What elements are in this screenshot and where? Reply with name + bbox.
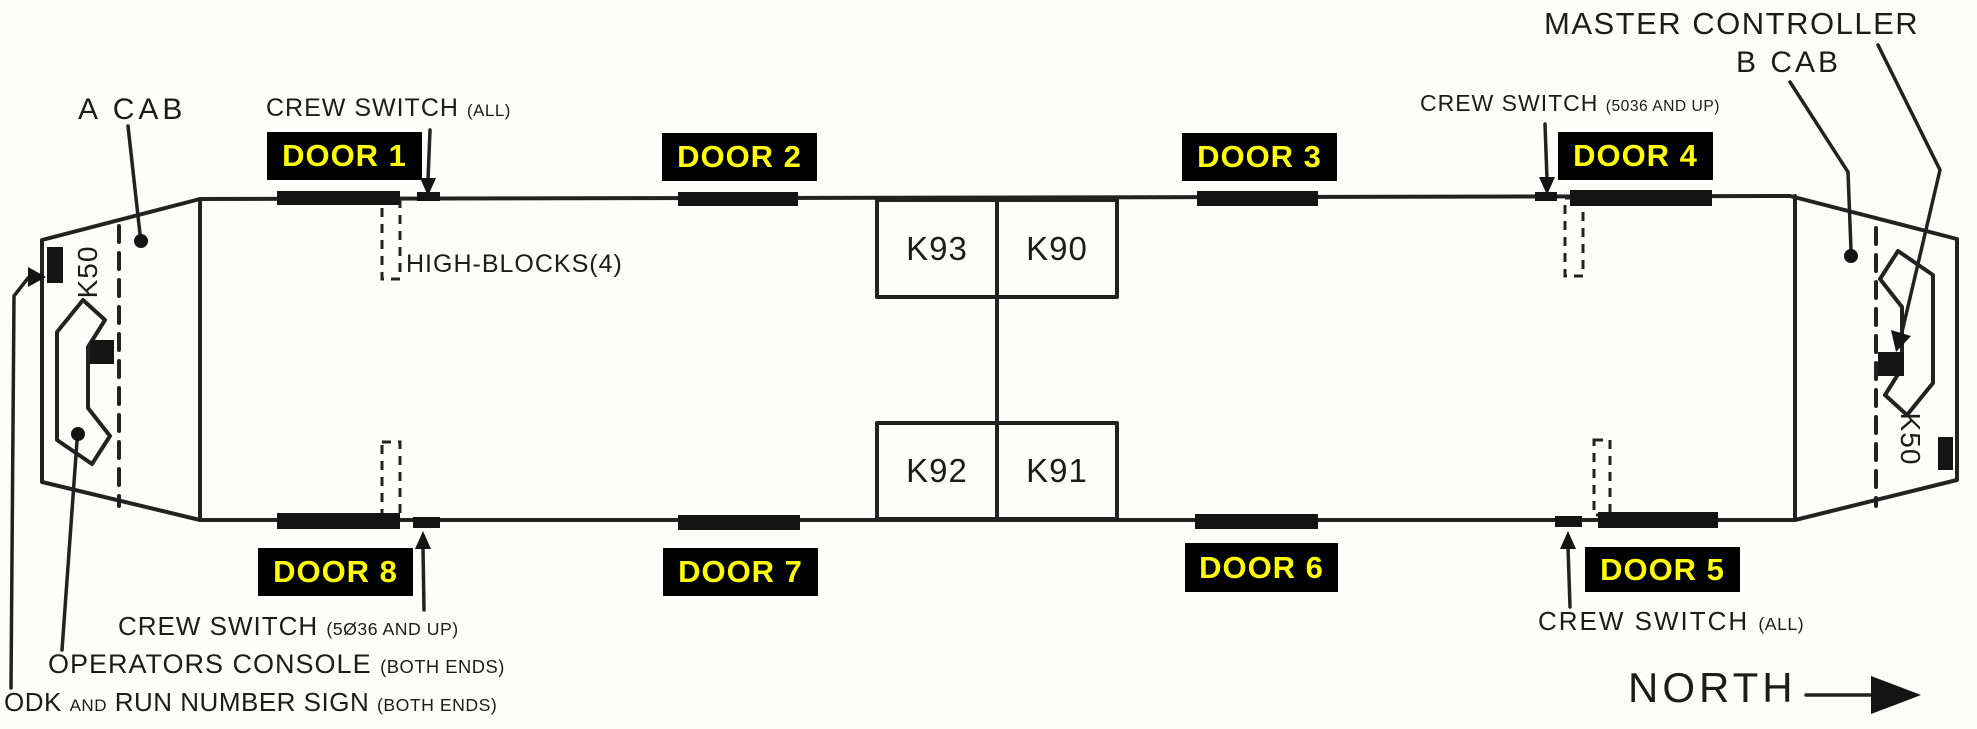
door-7-bar	[678, 515, 800, 530]
k91-label: K91	[1026, 452, 1088, 489]
a-cab-label: A CAB	[78, 93, 187, 126]
b-cab-label: B CAB	[1736, 46, 1842, 79]
door-5-label: DOOR 5	[1585, 547, 1740, 592]
operators-console-label: OPERATORS CONSOLE (BOTH ENDS)	[48, 649, 505, 680]
crew-switch-bottom-right-arrowhead-icon	[1560, 531, 1576, 549]
crew-switch-mark-bottom-right	[1555, 516, 1582, 527]
operators-console-b	[1878, 249, 1935, 417]
door-2-bar	[678, 192, 798, 206]
door-1-bar	[277, 191, 400, 205]
odk-note: (BOTH ENDS)	[376, 695, 498, 715]
high-block-top-left	[380, 199, 402, 281]
crew-switch-top-left-arrowhead-icon	[420, 178, 436, 196]
a-cab-pointer-dot	[134, 234, 148, 248]
high-block-bottom-right	[1592, 438, 1612, 517]
door-3-label: DOOR 3	[1182, 133, 1337, 181]
operators-console-a	[55, 298, 112, 466]
door-8-bar	[277, 513, 400, 529]
operators-console-main: OPERATORS CONSOLE	[48, 649, 381, 679]
crew-switch-top-right-pointer	[1543, 122, 1549, 181]
door-4-bar	[1570, 190, 1712, 206]
door-2-label: DOOR 2	[662, 133, 817, 181]
crew-switch-top-left-pointer	[426, 128, 432, 182]
door-3-bar	[1197, 191, 1318, 206]
crew-switch-bottom-left-pointer	[421, 545, 426, 612]
master-controller-label: MASTER CONTROLLER	[1544, 6, 1920, 41]
door-6-bar	[1195, 514, 1318, 529]
crew-switch-top-left-label: CREW SWITCH (ALL)	[266, 94, 511, 123]
crew-switch-bottom-right-main: CREW SWITCH	[1538, 606, 1759, 636]
k90-box	[995, 198, 1119, 299]
crew-switch-mark-bottom-left	[413, 517, 440, 528]
crew-switch-top-right-note: (5036 AND UP)	[1605, 98, 1720, 115]
k93-box	[875, 198, 999, 299]
crew-switch-bottom-left-note: (5Ø36 AND UP)	[326, 619, 459, 639]
master-controller-arrowhead-icon	[1891, 330, 1911, 352]
crew-switch-mark-top-left	[417, 192, 440, 201]
odk-part: ODK	[4, 687, 70, 717]
k50-label-a-cab: K50	[72, 245, 103, 299]
door-8-label: DOOR 8	[258, 548, 413, 596]
north-label: NORTH	[1628, 664, 1797, 711]
door-7-label: DOOR 7	[663, 548, 818, 596]
k90-label: K90	[1026, 229, 1088, 267]
k92-label: K92	[906, 452, 968, 489]
crew-switch-bottom-right-pointer	[1566, 545, 1572, 609]
crew-switch-bottom-left-main: CREW SWITCH	[118, 611, 327, 641]
k91-box	[995, 421, 1119, 521]
crew-switch-bottom-right-note: (ALL)	[1758, 614, 1805, 634]
door-5-bar	[1598, 512, 1718, 528]
crew-switch-top-right-main: CREW SWITCH	[1420, 90, 1606, 116]
crew-switch-top-left-main: CREW SWITCH	[266, 94, 467, 122]
door-1-label: DOOR 1	[267, 132, 422, 180]
operators-console-dot	[71, 427, 85, 441]
odk-sign-pointer	[9, 276, 30, 690]
odk-and-part: AND	[69, 696, 107, 715]
operators-console-pointer	[60, 439, 79, 652]
odk-run-number-sign-a	[47, 247, 63, 283]
odk-run-number-sign-label: ODK AND RUN NUMBER SIGN (BOTH ENDS)	[4, 687, 497, 718]
crew-switch-top-right-arrowhead-icon	[1539, 177, 1555, 195]
a-cab-pointer-line	[126, 124, 142, 236]
high-blocks-label: HIGH-BLOCKS(4)	[406, 250, 623, 278]
k93-label: K93	[906, 229, 968, 267]
high-block-bottom-left	[380, 440, 402, 520]
crew-switch-top-left-note: (ALL)	[466, 101, 511, 120]
b-cab-pointer-line	[1788, 80, 1853, 252]
b-cab-pointer-dot	[1844, 249, 1858, 263]
crew-switch-mark-top-right	[1535, 192, 1557, 201]
odk-sign-arrowhead-icon	[28, 267, 46, 287]
door-4-label: DOOR 4	[1558, 132, 1713, 180]
master-controller-a-square	[90, 340, 114, 364]
crew-switch-top-right-label: CREW SWITCH (5036 AND UP)	[1420, 90, 1720, 117]
master-controller-b-square	[1878, 352, 1904, 376]
odk-run-number-sign-b	[1938, 437, 1953, 470]
high-block-top-right	[1563, 196, 1585, 278]
k50-label-b-cab: K50	[1895, 412, 1926, 466]
operators-console-note: (BOTH ENDS)	[380, 656, 505, 677]
run-number-sign-part: RUN NUMBER SIGN	[106, 687, 377, 717]
door-6-label: DOOR 6	[1185, 543, 1338, 592]
crew-switch-bottom-left-arrowhead-icon	[415, 531, 431, 549]
crew-switch-bottom-left-label: CREW SWITCH (5Ø36 AND UP)	[118, 611, 459, 642]
crew-switch-bottom-right-label: CREW SWITCH (ALL)	[1538, 606, 1804, 637]
north-arrowhead-icon	[1871, 676, 1921, 714]
master-controller-pointer	[1876, 43, 1942, 334]
